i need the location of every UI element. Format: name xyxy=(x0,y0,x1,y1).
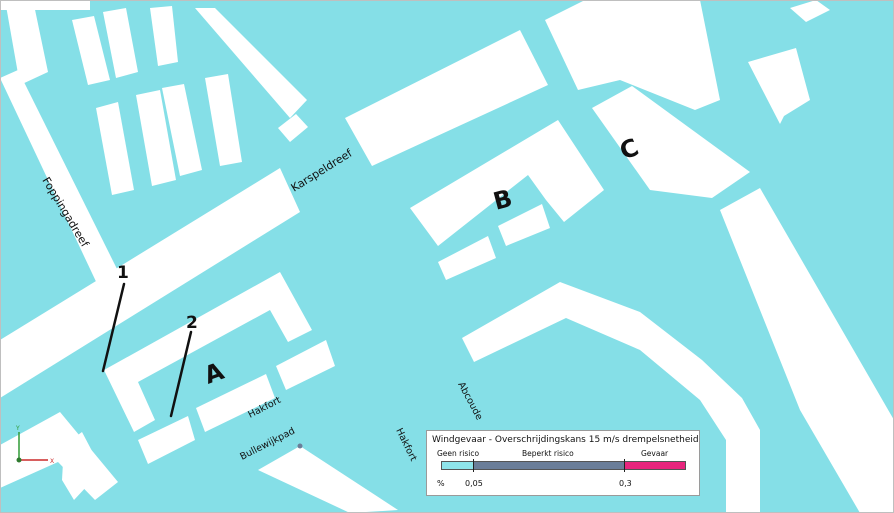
building xyxy=(138,416,195,464)
building xyxy=(205,74,242,166)
legend-unit: % xyxy=(437,479,445,488)
building xyxy=(498,204,550,246)
building xyxy=(462,282,760,513)
building xyxy=(0,168,300,398)
building xyxy=(438,236,496,280)
building xyxy=(136,90,176,186)
legend-swatch-beperkt-risico xyxy=(473,461,625,470)
building xyxy=(592,86,750,198)
building xyxy=(196,374,275,432)
legend-tick-low xyxy=(473,459,474,472)
point-labels: 1 2 xyxy=(117,263,198,333)
building xyxy=(150,6,178,66)
label-line-1 xyxy=(101,282,126,373)
building xyxy=(195,8,307,118)
building xyxy=(790,0,830,22)
point-label-1: 1 xyxy=(117,263,129,283)
building xyxy=(258,446,398,513)
building xyxy=(345,30,548,166)
building xyxy=(278,114,308,142)
axis-x-label: X xyxy=(50,458,54,465)
axis-origin xyxy=(16,457,22,463)
legend-threshold-low: 0,05 xyxy=(465,479,483,488)
legend-category-geen-risico: Geen risico xyxy=(437,449,480,458)
building xyxy=(5,0,48,85)
building xyxy=(0,70,120,290)
building xyxy=(410,120,604,246)
legend-threshold-high: 0,3 xyxy=(619,479,632,488)
legend-title: Windgevaar - Overschrijdingskans 15 m/s … xyxy=(432,435,699,445)
street-marker xyxy=(297,443,303,449)
building xyxy=(545,0,720,110)
label-lines xyxy=(101,282,193,418)
axis-indicator: Y X xyxy=(15,425,54,465)
legend: Windgevaar - Overschrijdingskans 15 m/s … xyxy=(426,430,700,496)
point-label-2: 2 xyxy=(186,313,198,333)
legend-category-beperkt-risico: Beperkt risico xyxy=(522,449,574,458)
building xyxy=(162,84,202,176)
building xyxy=(720,188,894,513)
building xyxy=(748,48,810,124)
building xyxy=(103,8,138,78)
axis-y-label: Y xyxy=(15,425,20,432)
label-line-2 xyxy=(169,330,193,418)
building xyxy=(96,102,134,195)
legend-swatch-geen-risico xyxy=(441,461,474,470)
legend-category-gevaar: Gevaar xyxy=(641,449,669,458)
building xyxy=(62,432,102,500)
building xyxy=(104,272,312,432)
legend-tick-high xyxy=(624,459,625,472)
building xyxy=(72,16,110,85)
legend-swatch-gevaar xyxy=(624,461,686,470)
building xyxy=(276,340,335,390)
